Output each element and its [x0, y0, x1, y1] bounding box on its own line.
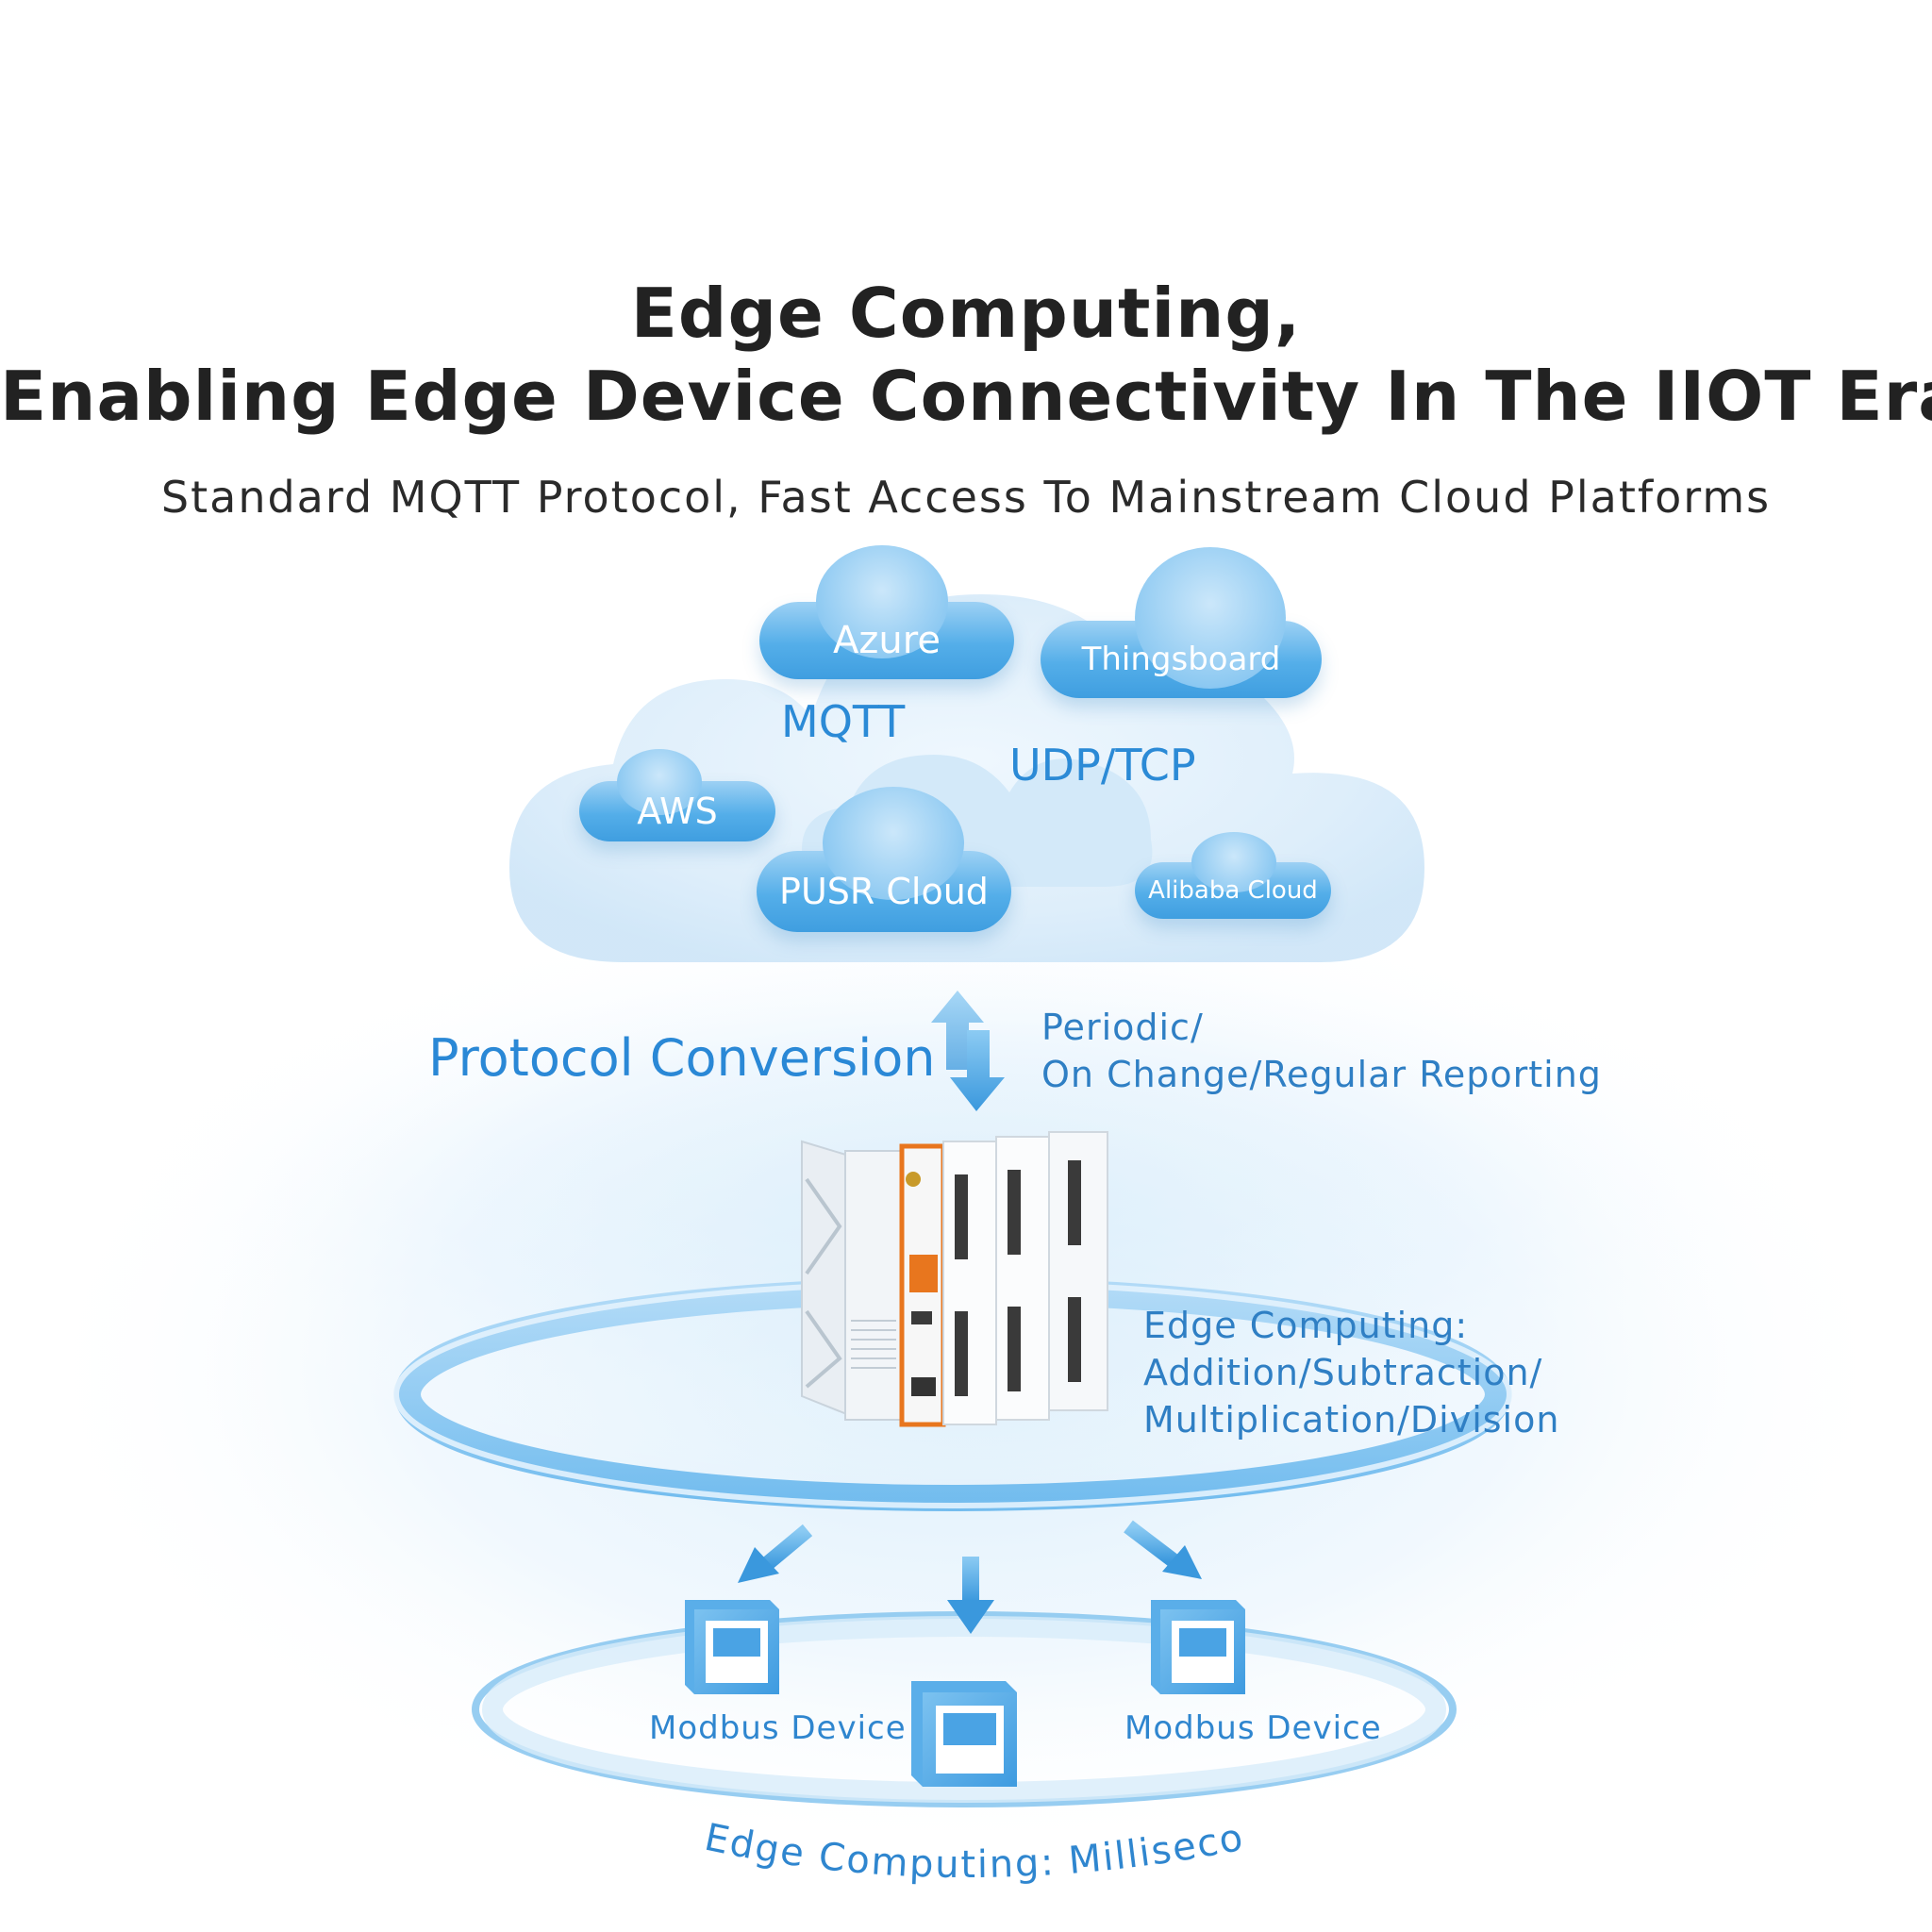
platform-azure: Azure — [759, 545, 1014, 679]
protocol-mqtt: MQTT — [781, 696, 906, 747]
platform-thingsboard-label: Thingsboard — [1081, 641, 1281, 678]
edge-ops-line-1: Edge Computing: — [1143, 1305, 1469, 1346]
subtitle: Standard MQTT Protocol, Fast Access To M… — [160, 472, 1772, 523]
platform-aws: AWS — [579, 749, 775, 841]
platform-aws-label: AWS — [637, 791, 718, 832]
title-line-1: Edge Computing, — [630, 274, 1302, 353]
platform-pusr-cloud: PUSR Cloud — [757, 787, 1011, 932]
arrow-center-icon — [947, 1557, 994, 1634]
title-line-2: Enabling Edge Device Connectivity In The… — [0, 357, 1932, 436]
modbus-device-center-icon — [911, 1681, 1017, 1787]
platform-alibaba-cloud-label: Alibaba Cloud — [1148, 876, 1318, 905]
protocol-conversion-label: Protocol Conversion — [428, 1028, 936, 1088]
modbus-device-right-icon — [1151, 1600, 1245, 1694]
platform-thingsboard: Thingsboard — [1041, 547, 1322, 698]
bottom-caption: Edge Computing: Millisecond — [0, 0, 1246, 1887]
platform-azure-label: Azure — [833, 619, 941, 662]
edge-ops-line-3: Multiplication/Division — [1143, 1399, 1560, 1441]
arrow-right-icon — [1124, 1520, 1202, 1579]
modbus-device-left-label: Modbus Device — [649, 1709, 907, 1747]
platform-pusr-cloud-label: PUSR Cloud — [779, 871, 989, 912]
platform-alibaba-cloud: Alibaba Cloud — [1135, 832, 1331, 919]
edge-gateway-device — [801, 1131, 1108, 1427]
reporting-line-2: On Change/Regular Reporting — [1041, 1054, 1602, 1095]
protocol-udp-tcp: UDP/TCP — [1009, 740, 1196, 791]
edge-ops-line-2: Addition/Subtraction/ — [1143, 1352, 1543, 1393]
modbus-device-left-icon — [685, 1600, 779, 1694]
reporting-line-1: Periodic/ — [1041, 1007, 1204, 1048]
modbus-device-right-label: Modbus Device — [1124, 1709, 1382, 1747]
arrow-left-icon — [738, 1524, 813, 1583]
up-down-arrow-icon — [931, 991, 1005, 1111]
